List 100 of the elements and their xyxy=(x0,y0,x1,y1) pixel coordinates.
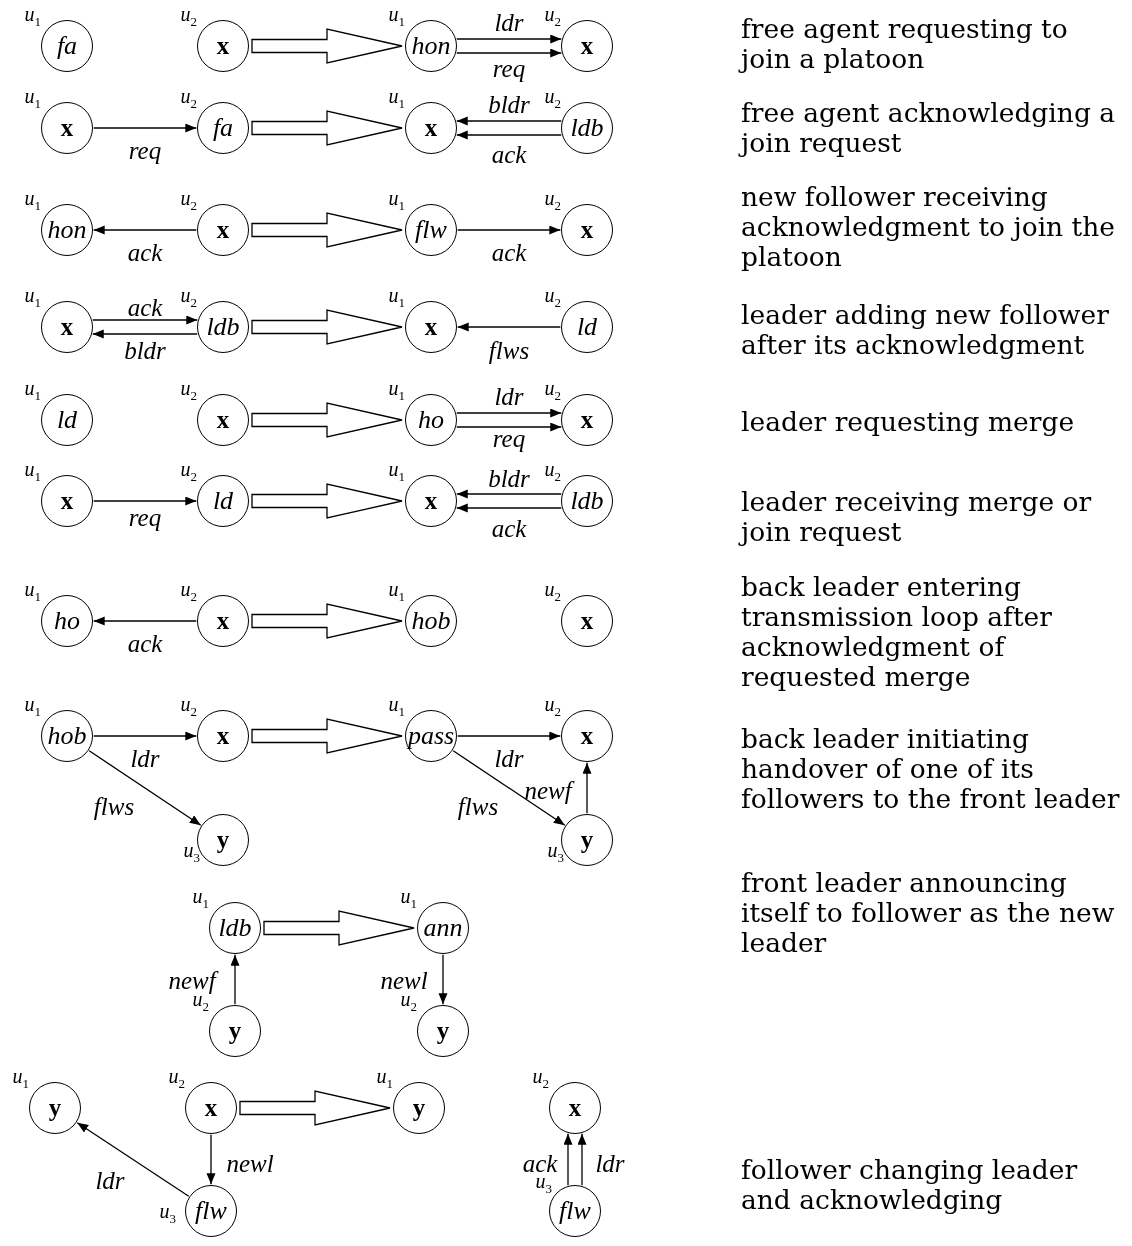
transition-arrow xyxy=(251,212,403,248)
message-arrow xyxy=(93,225,197,235)
edge-label: req xyxy=(492,55,526,81)
node-label: fa xyxy=(56,33,78,59)
edge-label: req xyxy=(128,137,162,163)
agent-id-label: u$_{1}$ xyxy=(400,886,417,910)
agent-id-label: u$_{3}$ xyxy=(547,840,564,864)
node-label: x xyxy=(216,407,230,433)
node-label: fa xyxy=(212,115,234,141)
agent-id-label: u$_{2}$ xyxy=(544,86,561,110)
node-label: x xyxy=(216,33,230,59)
node-label: ldb xyxy=(206,314,240,340)
node-label: x xyxy=(580,608,594,634)
agent-id-label: u$_{1}$ xyxy=(24,459,41,483)
message-arrow xyxy=(457,225,561,235)
node-label: x xyxy=(580,723,594,749)
edge-label: flws xyxy=(488,337,530,363)
transition-arrow xyxy=(251,110,403,146)
message-arrow xyxy=(456,503,562,513)
transition-arrow xyxy=(251,718,403,754)
agent-id-label: u$_{2}$ xyxy=(544,579,561,603)
transition-arrow xyxy=(251,483,403,519)
message-arrow xyxy=(456,130,562,140)
message-arrow xyxy=(456,34,562,44)
node-label: ho xyxy=(54,608,80,634)
node-label: hob xyxy=(411,608,451,634)
node-label: x xyxy=(60,314,74,340)
agent-id-label: u$_{1}$ xyxy=(388,694,405,718)
node-label: x xyxy=(216,608,230,634)
description-text: leader requesting merge xyxy=(741,407,1076,437)
agent-id-label: u$_{1}$ xyxy=(24,4,41,28)
message-arrow xyxy=(456,116,562,126)
message-arrow xyxy=(93,616,197,626)
edge-label: ack xyxy=(127,239,163,265)
edge-label: bldr xyxy=(488,465,530,491)
agent-id-label: u$_{2}$ xyxy=(168,1066,185,1090)
edge-label: ldr xyxy=(95,1167,125,1193)
edge-label: ack xyxy=(491,515,527,541)
agent-id-label: u$_{2}$ xyxy=(544,459,561,483)
node-label: ho xyxy=(418,407,444,433)
agent-id-label: u$_{2}$ xyxy=(192,989,209,1013)
edge-label: ldr xyxy=(494,745,524,771)
transition-arrow xyxy=(263,910,415,946)
node-label: x xyxy=(60,488,74,514)
agent-id-label: u$_{2}$ xyxy=(532,1066,549,1090)
agent-id-label: u$_{2}$ xyxy=(180,579,197,603)
message-arrow xyxy=(582,762,592,814)
message-arrow xyxy=(457,322,561,332)
message-arrow xyxy=(456,422,562,432)
message-arrow xyxy=(93,731,197,741)
node-label: x xyxy=(568,1095,582,1121)
description-text: back leader initiating handover of one of its followers to the front leader xyxy=(741,724,1121,814)
node-label: flw xyxy=(195,1198,227,1224)
agent-id-label: u$_{2}$ xyxy=(180,285,197,309)
message-arrow xyxy=(92,315,198,325)
node-label: hon xyxy=(411,33,451,59)
description-text: new follower receiving acknowledgment to join the platoon xyxy=(741,182,1116,272)
node-label: y xyxy=(436,1018,450,1044)
description-text: back leader entering transmission loop after acknowledgment of requested merge xyxy=(741,572,1053,692)
agent-id-label: u$_{2}$ xyxy=(544,378,561,402)
agent-id-label: u$_{2}$ xyxy=(180,459,197,483)
node-label: ld xyxy=(212,488,234,514)
node-label: pass xyxy=(407,723,455,749)
edge-label: bldr xyxy=(124,337,166,363)
message-arrow xyxy=(230,954,240,1005)
node-label: y xyxy=(412,1095,426,1121)
node-label: x xyxy=(424,488,438,514)
edge-label: req xyxy=(492,425,526,451)
message-arrow xyxy=(438,954,448,1005)
edge-label: ldr xyxy=(494,9,524,35)
agent-id-label: u$_{2}$ xyxy=(180,694,197,718)
agent-id-label: u$_{1}$ xyxy=(388,188,405,212)
edge-label: req xyxy=(128,504,162,530)
node-label: y xyxy=(228,1018,242,1044)
node-label: ldb xyxy=(570,488,604,514)
node-label: hob xyxy=(47,723,87,749)
agent-id-label: u$_{1}$ xyxy=(388,459,405,483)
node-label: ldb xyxy=(218,915,252,941)
edge-label: ldr xyxy=(130,745,160,771)
agent-id-label: u$_{2}$ xyxy=(544,4,561,28)
edge-label: bldr xyxy=(488,91,530,117)
edge-label: flws xyxy=(93,793,135,819)
agent-id-label: u$_{1}$ xyxy=(192,886,209,910)
node-label: x xyxy=(60,115,74,141)
message-arrow xyxy=(456,48,562,58)
agent-id-label: u$_{1}$ xyxy=(376,1066,393,1090)
transition-arrow xyxy=(251,309,403,345)
edge-label: ack xyxy=(127,294,163,320)
agent-id-label: u$_{1}$ xyxy=(24,378,41,402)
message-arrow xyxy=(92,329,198,339)
agent-id-label: u$_{2}$ xyxy=(180,86,197,110)
description-text: front leader announcing itself to follower as the new leader xyxy=(741,868,1116,958)
node-label: hon xyxy=(47,217,87,243)
message-arrow xyxy=(93,496,197,506)
agent-id-label: u$_{2}$ xyxy=(544,694,561,718)
message-arrow xyxy=(452,750,566,826)
node-label: x xyxy=(580,217,594,243)
message-arrow xyxy=(456,408,562,418)
agent-id-label: u$_{3}$ xyxy=(183,840,200,864)
edge-label: ack xyxy=(491,239,527,265)
